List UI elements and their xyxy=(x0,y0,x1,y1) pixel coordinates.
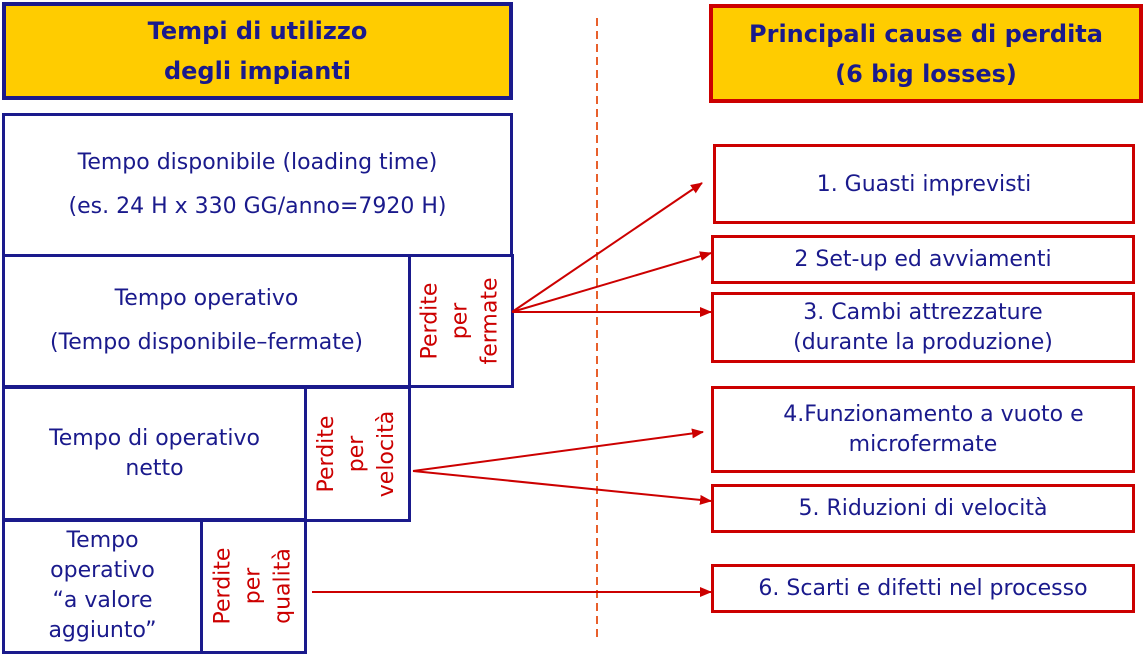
big-loss-3-box: 3. Cambi attrezzature (durante la produz… xyxy=(711,292,1135,363)
net-operating-time-box: Tempo di operativo netto xyxy=(2,386,307,522)
right-header-line2: (6 big losses) xyxy=(835,59,1017,88)
value-time-line4: aggiunto” xyxy=(48,618,157,643)
operating-time-line2: (Tempo disponibile–fermate) xyxy=(49,330,363,355)
right-header: Principali cause di perdita (6 big losse… xyxy=(709,4,1143,103)
big-loss-6-box: 6. Scarti e difetti nel processo xyxy=(711,564,1135,613)
big-loss-1-line1: 1. Guasti imprevisti xyxy=(816,171,1032,197)
big-loss-3-line1: 3. Cambi attrezzature xyxy=(803,299,1043,325)
loading-time-line2: (es. 24 H x 330 GG/anno=7920 H) xyxy=(68,194,447,219)
arrow-stops-to-loss-1 xyxy=(511,182,703,313)
big-loss-4-line2: microfermate xyxy=(848,431,998,457)
big-loss-3-line2: (durante la produzione) xyxy=(793,329,1053,355)
quality-losses-box: Perdite per qualità xyxy=(200,518,307,654)
big-loss-5-line1: 5. Riduzioni di velocità xyxy=(798,496,1048,521)
left-header: Tempi di utilizzo degli impianti xyxy=(2,2,513,100)
big-loss-4-box: 4.Funzionamento a vuoto e microfermate xyxy=(711,386,1135,473)
net-time-line1: Tempo di operativo xyxy=(49,426,260,451)
big-loss-4-line1: 4.Funzionamento a vuoto e xyxy=(762,401,1084,427)
big-loss-2-box: 2 Set-up ed avviamenti xyxy=(711,235,1135,284)
left-header-line1: Tempi di utilizzo xyxy=(147,17,368,45)
big-loss-5-box: 5. Riduzioni di velocità xyxy=(711,484,1135,533)
speed-losses-box: Perdite per velocità xyxy=(304,386,411,522)
net-time-line2: netto xyxy=(125,456,184,481)
value-time-line3: “a valore xyxy=(52,588,153,613)
loading-time-line1: Tempo disponibile (loading time) xyxy=(77,150,438,175)
arrow-speed-to-loss-5 xyxy=(412,470,712,505)
arrow-speed-to-loss-4 xyxy=(412,428,704,472)
big-loss-1-box: 1. Guasti imprevisti xyxy=(713,144,1135,224)
big-loss-6-line1: 6. Scarti e difetti nel processo xyxy=(758,576,1088,601)
arrow-stops-to-loss-2 xyxy=(511,251,712,313)
value-added-time-box: Tempo operativo “a valore aggiunto” xyxy=(2,518,203,654)
value-time-line1: Tempo xyxy=(66,528,139,553)
stop-losses-box: Perdite per fermate xyxy=(408,254,514,388)
big-loss-2-line1: 2 Set-up ed avviamenti xyxy=(794,247,1052,272)
value-time-line2: operativo xyxy=(50,558,155,583)
operating-time-line1: Tempo operativo xyxy=(114,286,299,311)
right-header-line1: Principali cause di perdita xyxy=(749,19,1103,48)
left-header-line2: degli impianti xyxy=(163,57,352,85)
